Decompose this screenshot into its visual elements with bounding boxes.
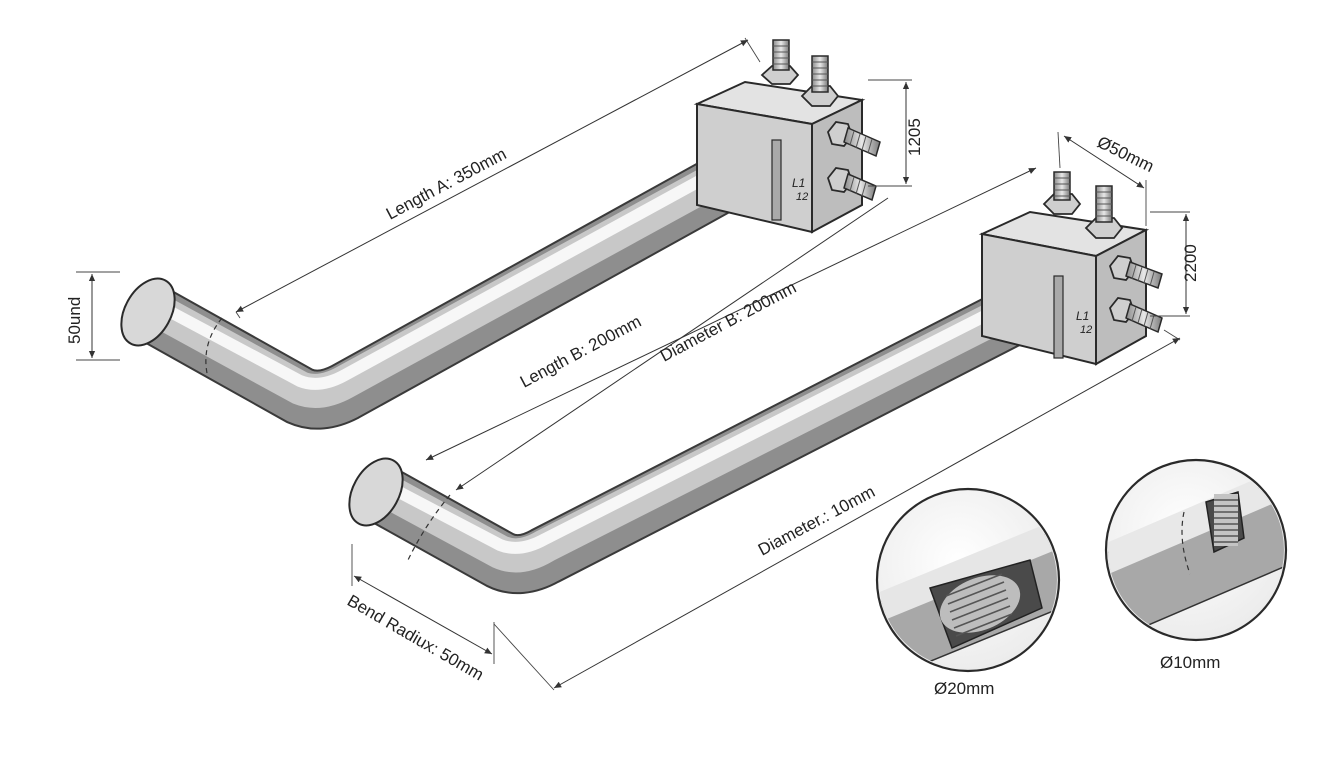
block-2-mark-bottom: 12 [1080, 324, 1092, 336]
detail-view-right: Ø10mm [1104, 458, 1288, 672]
length-b-label: Length B: 200mm [517, 312, 644, 392]
clamp-block-1: L1 12 [693, 80, 866, 234]
pipe-1-seam [205, 317, 223, 379]
block-2-mark-top: L1 [1076, 309, 1089, 323]
block-1-mark-top: L1 [792, 176, 805, 190]
bolt-1b [800, 55, 840, 107]
dimension-left-end: 50und [65, 271, 120, 361]
pipe-1-highlight [147, 144, 759, 390]
block2-height-label: 2200 [1181, 244, 1200, 282]
diameter-b-label: Diameter B: 200mm [657, 278, 799, 366]
bolt-1c [826, 121, 881, 158]
block1-height-label: 1205 [905, 118, 924, 156]
pipe-assembly-1: L1 12 [120, 39, 881, 430]
bolt-2a [1042, 171, 1082, 215]
pipe-2-seam [407, 494, 451, 561]
pipe-2-end [348, 457, 404, 527]
bend-radius-label: Bend Radiux: 50mm [344, 591, 487, 684]
bolt-2b [1084, 185, 1124, 239]
pipe-1-shade [141, 141, 767, 408]
dimension-block1-height: 1205 [868, 79, 924, 187]
detail-left-label: Ø20mm [934, 679, 994, 698]
pipe-assembly-2: L1 12 [348, 171, 1163, 595]
bolt-2c [1108, 255, 1163, 289]
length-a-label: Length A: 350mm [383, 144, 510, 223]
bolt-2d [1108, 297, 1163, 334]
pipe-2-shade [369, 280, 1046, 573]
detail-right-label: Ø10mm [1160, 653, 1220, 672]
block-1-mark-bottom: 12 [796, 191, 808, 203]
bolt-1a [760, 39, 800, 85]
pipe-1-end [120, 277, 176, 347]
detail-view-left: Ø20mm [875, 487, 1061, 698]
dimension-block2-height: 2200 [1150, 211, 1200, 317]
diameter-main-label: Diameter.: 10mm [755, 482, 878, 560]
block2-width-label: Ø50mm [1094, 133, 1157, 177]
clamp-block-2: L1 12 [978, 210, 1150, 366]
left-end-label: 50und [65, 297, 84, 344]
pipe-2-highlight [375, 284, 1039, 554]
